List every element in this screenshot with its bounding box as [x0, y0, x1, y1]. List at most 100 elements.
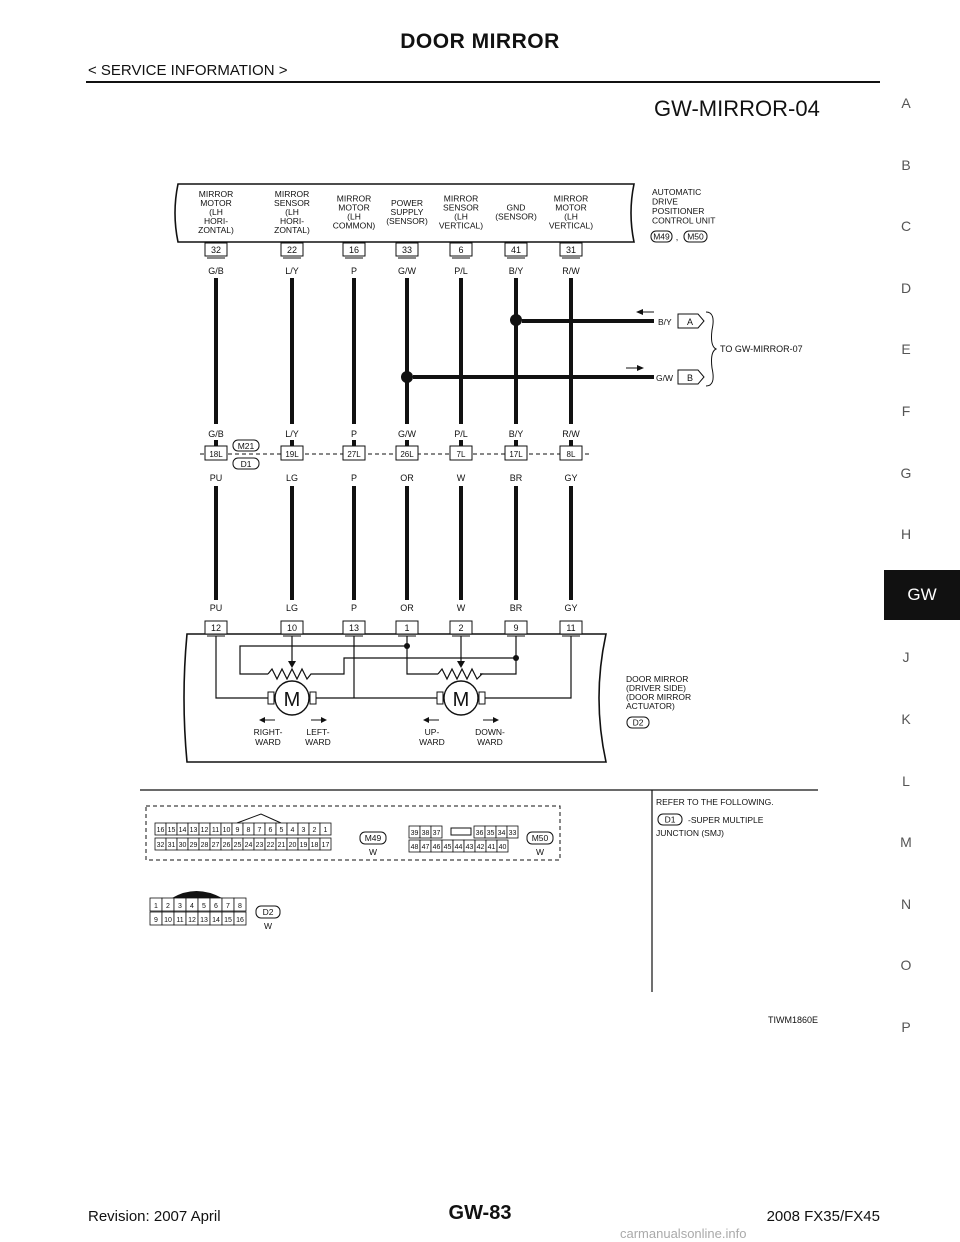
- actuator-name: (DOOR MIRROR: [626, 692, 691, 702]
- motor-horizontal-brush-r: [309, 691, 317, 705]
- section-tab-j[interactable]: J: [902, 649, 910, 666]
- joint-terminal: 8L: [567, 450, 576, 459]
- control-unit-box: [174, 183, 635, 243]
- m50-bubble: [526, 831, 554, 845]
- m50-row2-pin: 40: [499, 844, 507, 851]
- page-subtitle: < SERVICE INFORMATION >: [88, 62, 288, 79]
- direction-label: DOWN-: [475, 727, 505, 737]
- joint-terminal: 17L: [509, 450, 523, 459]
- connector-m49-bubble: [650, 230, 673, 243]
- wire-color-bottom: PU: [210, 473, 223, 483]
- m49-row2-pin: 22: [267, 842, 275, 849]
- joint-terminal: 19L: [285, 450, 299, 459]
- section-tab-o[interactable]: O: [900, 957, 912, 974]
- joint-box: [559, 445, 583, 461]
- m50-row1a-pin: 39: [411, 830, 419, 837]
- refer-item-text2: JUNCTION (SMJ): [656, 828, 724, 838]
- direction-label: WARD: [305, 737, 331, 747]
- direction-label: LEFT-: [306, 727, 329, 737]
- section-tab-e[interactable]: E: [901, 341, 911, 358]
- d2-key: [172, 891, 222, 898]
- m50-row1a-cell: [430, 825, 443, 839]
- actuator-name: ACTUATOR): [626, 701, 675, 711]
- section-tab-m[interactable]: M: [900, 834, 912, 851]
- m49-row1-pin: 4: [291, 827, 295, 834]
- actuator-wire-color: GY: [564, 603, 577, 613]
- actuator-terminal-box: [504, 620, 528, 635]
- header-rule: [86, 81, 880, 83]
- unit-pin-label: MIRROR: [444, 194, 478, 204]
- wiper-h-head: [288, 661, 296, 668]
- splice-b: [401, 371, 413, 383]
- m50-row1a-pin: 38: [422, 830, 430, 837]
- d2-row2-pin: 9: [154, 917, 158, 924]
- m49-row1-pin: 10: [223, 827, 231, 834]
- wire-color-bottom: LG: [286, 473, 298, 483]
- section-tab-g[interactable]: G: [900, 464, 912, 481]
- actuator-terminal: 12: [211, 623, 221, 633]
- section-tab-h[interactable]: H: [900, 526, 912, 543]
- connector-m50-id: M50: [687, 232, 704, 242]
- unit-pin-label: ZONTAL): [274, 225, 310, 235]
- unit-terminal: 32: [211, 245, 221, 255]
- to-ref-label: TO GW-MIRROR-07: [720, 344, 803, 354]
- unit-pin-label: (LH: [285, 207, 299, 217]
- joint-d1-bubble: [232, 457, 260, 470]
- m50-row2-pin: 43: [466, 844, 474, 851]
- m49-row2-cell: [319, 837, 332, 851]
- page-number: GW-83: [448, 1202, 512, 1224]
- wire-color-mid: G/W: [398, 429, 417, 439]
- d2-row2-pin: 15: [224, 917, 232, 924]
- unit-pin-label: VERTICAL): [549, 221, 593, 231]
- d2-row1-pin: 2: [166, 903, 170, 910]
- unit-pin-label: MIRROR: [554, 194, 588, 204]
- connector-d2-bubble: [626, 716, 650, 729]
- d2-row1-pin: 1: [154, 903, 158, 910]
- d2-row2-pin: 16: [236, 917, 244, 924]
- wire-color-mid: G/B: [208, 429, 224, 439]
- section-tab-n[interactable]: N: [900, 895, 912, 912]
- m50-key: [450, 827, 472, 836]
- section-tab-c[interactable]: C: [900, 218, 912, 235]
- internal-wire: [239, 636, 408, 675]
- motor-vertical-brush-r: [478, 691, 486, 705]
- section-tab-f[interactable]: F: [901, 403, 911, 419]
- wire-color-top: B/Y: [509, 266, 524, 276]
- m49-row1-pin: 16: [157, 827, 165, 834]
- unit-name: DRIVE: [652, 197, 678, 207]
- m49-row2-pin: 30: [179, 842, 187, 849]
- m50-row1a-pin: 37: [433, 830, 441, 837]
- wire-color-bottom: GY: [564, 473, 577, 483]
- d2-row1-pin: 7: [226, 903, 230, 910]
- joint-m21-bubble: [232, 439, 260, 452]
- wire-color-top: G/B: [208, 266, 224, 276]
- d2-row2-cell: [233, 911, 247, 926]
- section-tab-d[interactable]: D: [900, 279, 912, 296]
- section-tab-k[interactable]: K: [901, 711, 911, 727]
- section-tab-l[interactable]: L: [902, 772, 910, 789]
- joint-m21-id: M21: [238, 441, 255, 451]
- refer-heading: REFER TO THE FOLLOWING.: [656, 797, 774, 807]
- actuator-wire-color: OR: [400, 603, 414, 613]
- unit-terminal-box: [280, 242, 304, 257]
- joint-terminal: 18L: [209, 450, 223, 459]
- m49-row2-pin: 20: [289, 842, 297, 849]
- unit-pin-label: (SENSOR): [386, 216, 428, 226]
- connector-group-frame: [145, 805, 561, 861]
- unit-pin-label: POWER: [391, 198, 423, 208]
- section-tab-gw[interactable]: GW: [884, 569, 960, 620]
- m50-row1b-cell: [506, 825, 519, 839]
- section-tab-b[interactable]: B: [901, 156, 911, 173]
- wire-color-bottom: W: [457, 473, 466, 483]
- actuator-name: DOOR MIRROR: [626, 674, 688, 684]
- m49-row2-pin: 31: [168, 842, 176, 849]
- direction-arrow-head: [259, 717, 265, 723]
- m49-row1-pin: 12: [201, 827, 209, 834]
- d2-row2-pin: 13: [200, 917, 208, 924]
- wire-color-mid: P/L: [454, 429, 468, 439]
- m49-row2-pin: 17: [322, 842, 330, 849]
- section-tab-p[interactable]: P: [901, 1019, 911, 1035]
- m49-row1-pin: 14: [179, 827, 187, 834]
- section-tab-a[interactable]: A: [901, 95, 911, 111]
